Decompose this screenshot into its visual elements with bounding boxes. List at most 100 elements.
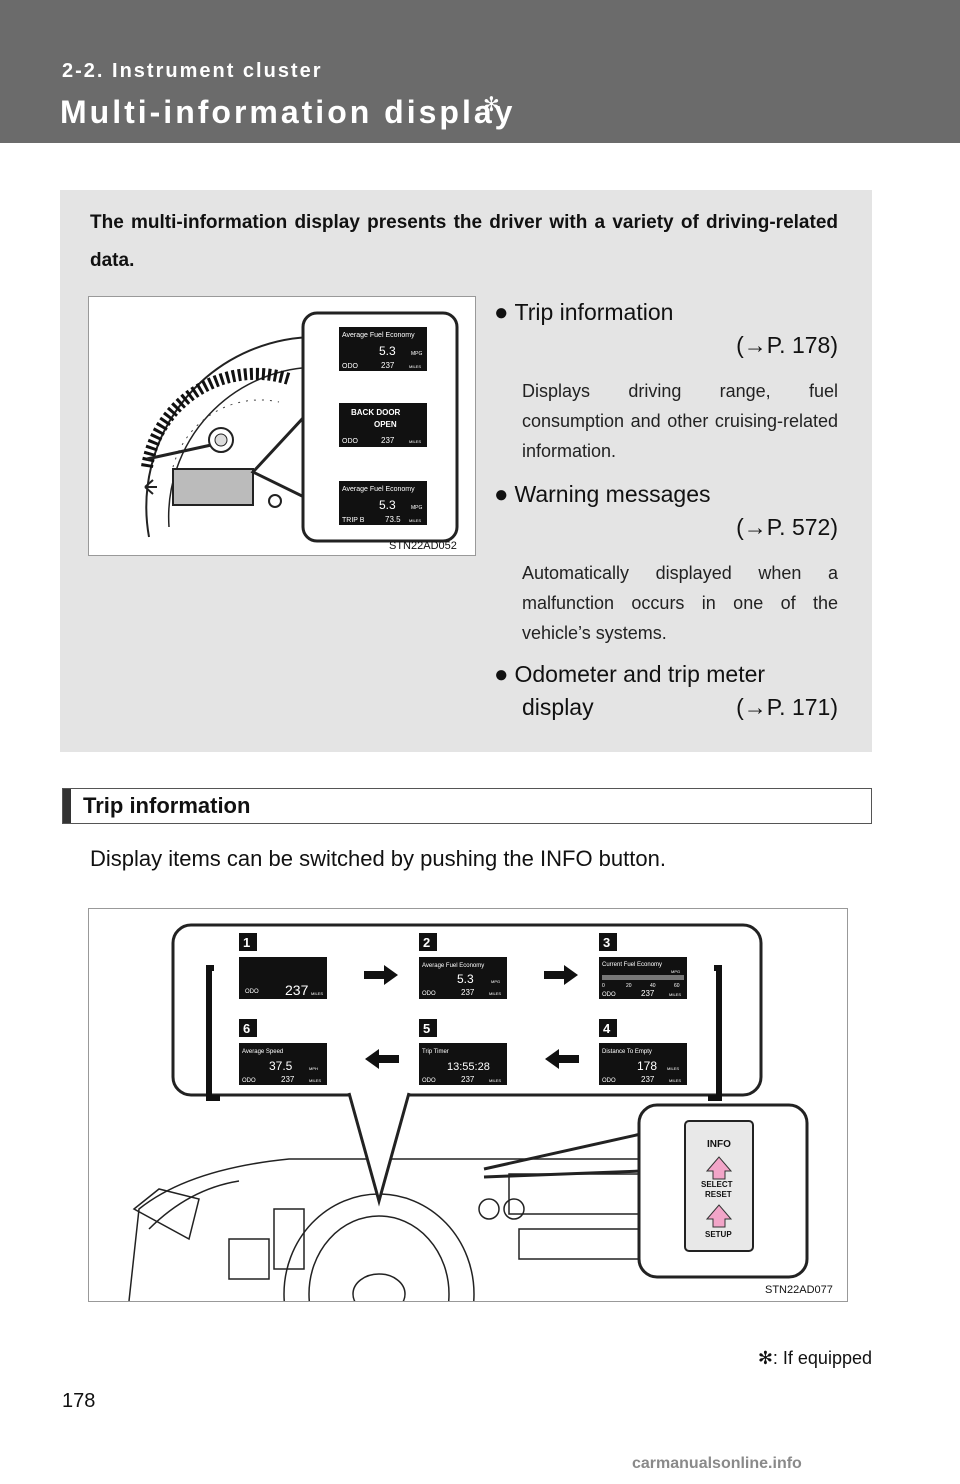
screen-3-title: Average Fuel Economy — [342, 486, 415, 493]
intro-text: The multi-information display presents t… — [90, 212, 838, 271]
scale-tick: 40 — [650, 983, 656, 989]
display-1-sub-unit: MILES — [311, 991, 323, 996]
item-trip-information: ●Trip information (→P. 178) — [494, 296, 838, 362]
display-4: 4 Distance To Empty 178 MILES ODO 237 MI… — [599, 1019, 687, 1085]
bullet-icon: ● — [494, 299, 509, 326]
display-4-sub-label: ODO — [602, 1078, 616, 1084]
figure-code: STN22AD077 — [765, 1284, 833, 1296]
item-odometer-trip-meter: ●Odometer and trip meter display (→P. 17… — [494, 658, 838, 724]
screen-3-value: 5.3 — [379, 498, 396, 512]
select-button[interactable]: SELECT — [701, 1180, 733, 1189]
display-3-sub-label: ODO — [602, 992, 616, 998]
cluster-screen-2: BACK DOOR OPEN ODO 237 MILES — [339, 403, 427, 447]
screen-2-title: BACK DOOR — [351, 408, 401, 417]
item-label-continued: display — [522, 694, 594, 720]
screen-1-unit: MPG — [411, 351, 423, 357]
reset-button[interactable]: RESET — [705, 1190, 732, 1199]
display-3-sub-unit: MILES — [669, 992, 681, 997]
display-6-title: Average Speed — [242, 1049, 283, 1055]
display-2-title: Average Fuel Economy — [422, 963, 484, 969]
display-1: 1 ODO 237 MILES — [239, 933, 327, 999]
bullet-icon: ● — [494, 661, 509, 688]
up-arrow-icon — [705, 1156, 733, 1180]
display-2-sub-unit: MILES — [489, 991, 501, 996]
if-equipped-mark: ✻ — [483, 94, 500, 116]
body-text: Display items can be switched by pushing… — [90, 846, 666, 871]
scale-tick: 0 — [602, 983, 605, 989]
display-6: 6 Average Speed 37.5 MPH ODO 237 MILES — [239, 1019, 327, 1085]
section-label: 2-2. Instrument cluster — [62, 60, 323, 82]
page-reference[interactable]: (→P. 178) — [736, 332, 838, 358]
bullet-icon: ● — [494, 481, 509, 508]
display-2: 2 Average Fuel Economy 5.3 MPG ODO 237 M… — [419, 933, 507, 999]
display-6-sub-value: 237 — [281, 1075, 295, 1084]
screen-2-title2: OPEN — [374, 420, 397, 429]
section-heading: Trip information — [62, 788, 872, 824]
display-4-value: 178 — [637, 1059, 657, 1073]
page-reference[interactable]: (→P. 572) — [736, 514, 838, 540]
display-5-value: 13:55:28 — [447, 1061, 490, 1073]
cluster-screen-1: Average Fuel Economy 5.3 MPG ODO 237 MIL… — [339, 327, 427, 371]
info-button[interactable]: INFO — [707, 1139, 731, 1150]
watermark: carmanualsonline.info — [632, 1455, 802, 1472]
display-3: 3 Current Fuel Economy MPG 0 20 40 60 OD… — [599, 933, 687, 999]
item-description: Automatically displayed when a malfuncti… — [522, 563, 838, 643]
trip-illustration: 1 ODO 237 MILES 2 Average Fuel Economy 5… — [128, 923, 833, 1395]
screen-1-value: 5.3 — [379, 344, 396, 358]
screen-1-title: Average Fuel Economy — [342, 332, 415, 339]
up-arrow-icon — [705, 1204, 733, 1228]
screen-3-sub-label: TRIP B — [342, 517, 365, 524]
display-6-sub-unit: MILES — [309, 1078, 321, 1083]
screen-1-sub-value: 237 — [381, 361, 395, 370]
display-6-sub-label: ODO — [242, 1078, 256, 1084]
cluster-figure: Average Fuel Economy 5.3 MPG ODO 237 MIL… — [88, 296, 476, 556]
display-4-title: Distance To Empty — [602, 1049, 652, 1055]
display-4-sub-unit: MILES — [669, 1078, 681, 1083]
item-description: Displays driving range, fuel consumption… — [522, 381, 838, 461]
item-label: Trip information — [514, 299, 674, 325]
display-5-sub-unit: MILES — [489, 1078, 501, 1083]
display-2-number: 2 — [423, 935, 430, 950]
scale-tick: 20 — [626, 983, 632, 989]
item-label: Odometer and trip meter — [514, 661, 766, 687]
screen-1-sub-label: ODO — [342, 363, 359, 370]
screen-3-sub-unit: MILES — [409, 518, 421, 523]
display-2-sub-label: ODO — [422, 991, 436, 997]
display-4-sub-value: 237 — [641, 1075, 655, 1084]
display-1-sub-value: 237 — [285, 982, 309, 998]
display-3-number: 3 — [603, 935, 610, 950]
display-6-unit: MPH — [309, 1066, 318, 1071]
cluster-illustration: Average Fuel Economy 5.3 MPG ODO 237 MIL… — [141, 311, 459, 552]
section-heading-text: Trip information — [83, 793, 251, 818]
screen-3-sub-value: 73.5 — [385, 515, 401, 524]
display-2-value: 5.3 — [457, 972, 474, 986]
display-1-sub-label: ODO — [245, 989, 259, 995]
cluster-screen-3: Average Fuel Economy 5.3 MPG TRIP B 73.5… — [339, 481, 427, 525]
display-5: 5 Trip Timer 13:55:28 ODO 237 MILES — [419, 1019, 507, 1085]
display-3-sub-value: 237 — [641, 989, 655, 998]
page-number: 178 — [62, 1390, 96, 1412]
display-5-sub-value: 237 — [461, 1075, 475, 1084]
page-header: 2-2. Instrument cluster Multi-informatio… — [0, 0, 960, 143]
display-2-sub-value: 237 — [461, 988, 475, 997]
fuel-economy-bar — [602, 975, 684, 980]
heading-bar — [63, 789, 71, 823]
display-6-value: 37.5 — [269, 1059, 293, 1073]
screen-2-sub-label: ODO — [342, 438, 359, 445]
page-reference[interactable]: (→P. 171) — [736, 694, 838, 720]
scale-tick: 60 — [674, 983, 680, 989]
display-3-title: Current Fuel Economy — [602, 962, 662, 968]
display-3-unit: MPG — [671, 969, 680, 974]
display-1-number: 1 — [243, 935, 250, 950]
item-label: Warning messages — [514, 481, 711, 507]
flow-arrows — [206, 965, 722, 1101]
display-6-number: 6 — [243, 1021, 250, 1036]
screen-3-unit: MPG — [411, 505, 423, 511]
trip-figure: 1 ODO 237 MILES 2 Average Fuel Economy 5… — [88, 908, 848, 1395]
display-5-title: Trip Timer — [422, 1049, 449, 1055]
page-title: Multi-information display — [60, 94, 516, 130]
display-5-sub-label: ODO — [422, 1078, 436, 1084]
info-button-panel: INFO SELECT RESET SETUP — [684, 1120, 754, 1252]
screen-2-sub-value: 237 — [381, 436, 395, 445]
setup-button[interactable]: SETUP — [705, 1230, 732, 1239]
